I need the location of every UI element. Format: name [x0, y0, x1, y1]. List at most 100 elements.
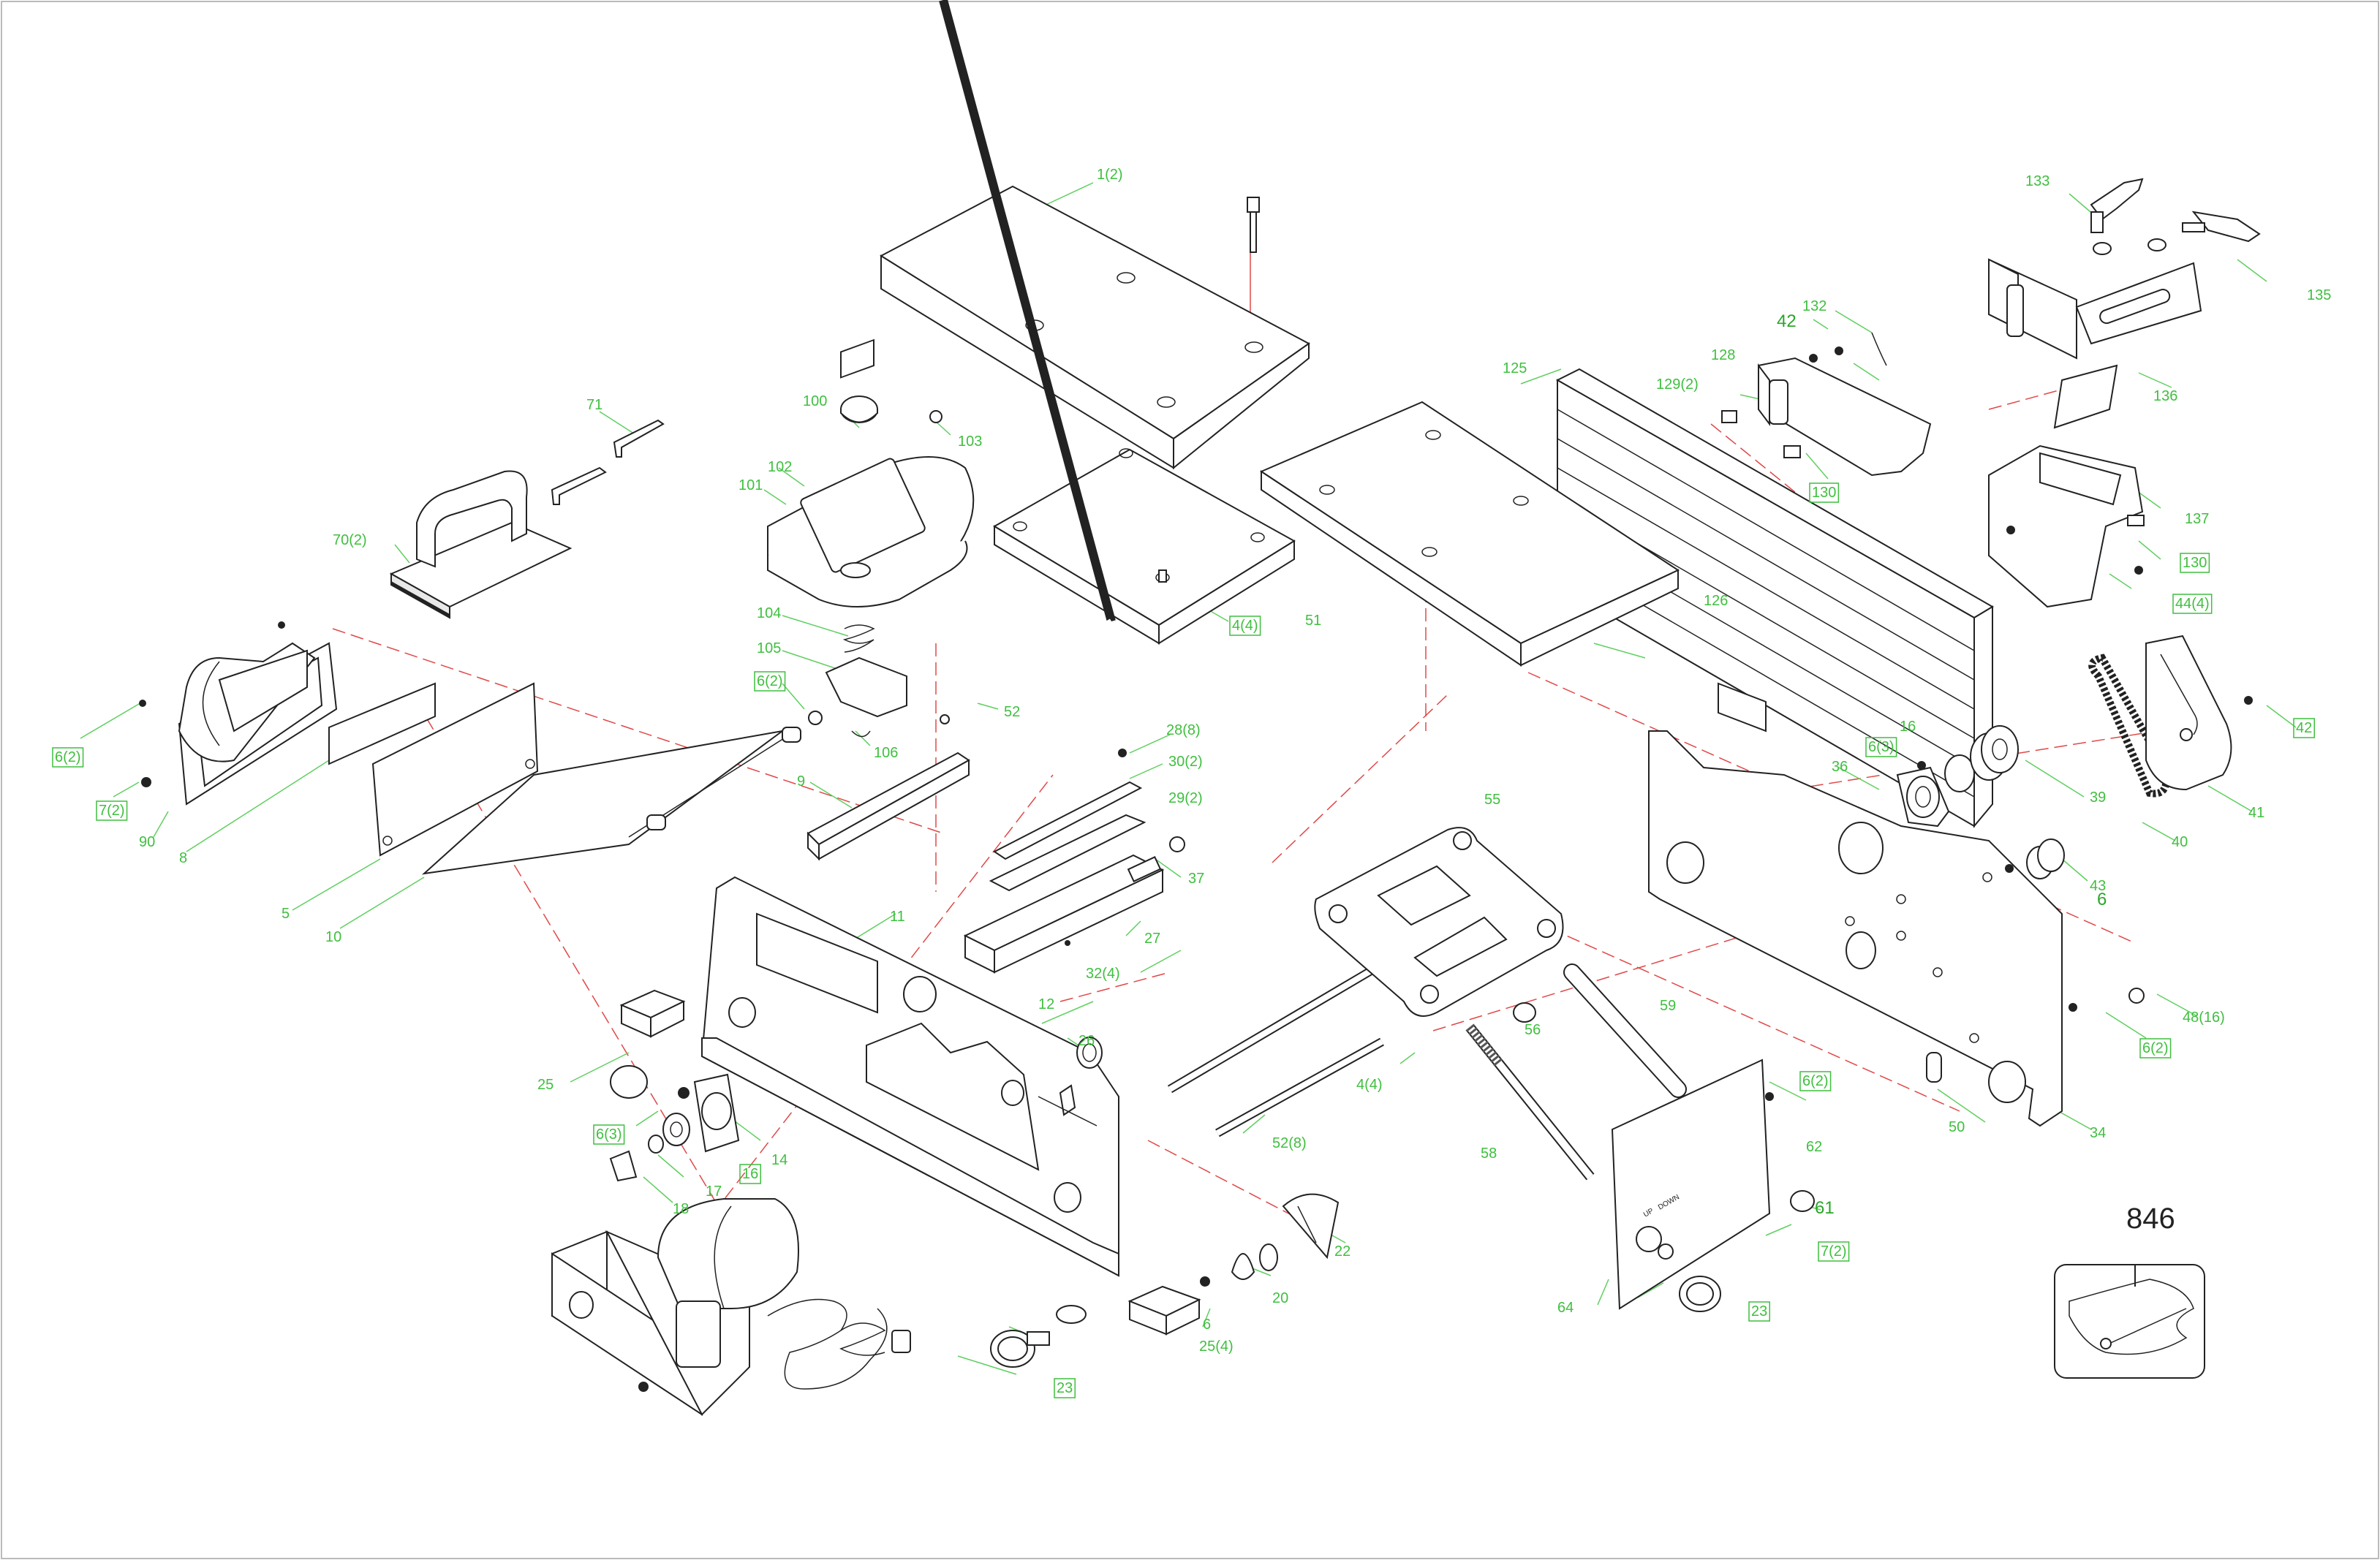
callout-label: 52(8) [1272, 1135, 1307, 1151]
part-11-12-frame [700, 876, 1119, 1277]
callout-label: 71 [586, 397, 602, 413]
callout-label-box [593, 1124, 625, 1145]
callout-label: 135 [2307, 287, 2331, 303]
callout-label: 25 [537, 1077, 554, 1093]
callout-label: 39 [2090, 790, 2106, 806]
callout-label-box [754, 671, 786, 692]
part-29-gib [989, 814, 1146, 892]
callout-label: 23 [1751, 1303, 1767, 1319]
part-71-hex-keys [551, 419, 665, 505]
callout-label: 6 [1203, 1317, 1211, 1333]
part-41-belt-guard [2145, 635, 2253, 791]
part-9-bar [806, 751, 970, 861]
callout-label: 130 [1812, 485, 1836, 501]
callout-label: 28(8) [1166, 722, 1201, 738]
callout-label: 90 [139, 834, 155, 850]
callout-label: 6(2) [2142, 1040, 2169, 1056]
part-52-8-shafts [1167, 964, 1384, 1137]
callout-label: 4(4) [1356, 1077, 1383, 1093]
callout-label: 126 [1704, 593, 1728, 609]
callout-label: 27 [1144, 931, 1160, 947]
callout-label: 129(2) [1656, 376, 1699, 393]
callout-label: 101 [738, 477, 763, 493]
part-846-kit [2054, 1264, 2205, 1379]
part-36-bearing-housing [1896, 761, 1950, 828]
callout-label: 136 [2153, 388, 2177, 404]
callout-label: 42 [1777, 311, 1797, 331]
callout-label-box [52, 747, 84, 768]
callout-label: 32(4) [1086, 966, 1120, 982]
callout-label: 102 [768, 459, 792, 475]
part-25-block [619, 989, 686, 1038]
callout-label: 125 [1503, 360, 1527, 376]
callout-label-box [1818, 1241, 1850, 1262]
callout-label-box [1054, 1378, 1076, 1398]
callout-label-box [1809, 482, 1840, 503]
part-62-panel: UP DOWN [1611, 1059, 1815, 1312]
part-48-screw [2069, 988, 2145, 1012]
callout-label: 6(3) [1868, 739, 1894, 755]
callout-label: 12 [1038, 996, 1054, 1012]
callout-label: 9 [797, 773, 805, 790]
callout-label: 55 [1484, 792, 1500, 808]
callout-label: 11 [890, 909, 905, 925]
callout-label: 137 [2185, 511, 2209, 527]
part-100-105-top-cap [767, 338, 975, 738]
callout-label: 22 [1334, 1243, 1350, 1260]
part-5-cover [371, 682, 539, 857]
callout-label: 34 [2090, 1125, 2106, 1141]
part-50-frame [1648, 730, 2063, 1127]
part-90-dust-chute [139, 621, 338, 806]
callout-label-box [1229, 616, 1261, 636]
part-1-table [879, 185, 1310, 470]
part-55-linkage [1314, 827, 1564, 1017]
callout-label: 70(2) [333, 532, 367, 548]
callout-label: 48(16) [2183, 1010, 2225, 1026]
callout-label: 7(2) [1821, 1243, 1847, 1260]
part-128-clamp [1721, 332, 1932, 477]
part-137-base [1988, 444, 2145, 608]
callout-label: 61 [1815, 1198, 1835, 1218]
callout-labels: 1(2)1001031021017170(2)6(2)7(2)908510104… [52, 167, 2331, 1398]
part-56-nut [1513, 1002, 1536, 1023]
part-27-block [963, 836, 1185, 974]
callout-label: 6 [2097, 890, 2107, 909]
part-10-chute-extension [421, 727, 801, 875]
callout-label: 40 [2172, 834, 2188, 850]
callout-label: 20 [1272, 1290, 1288, 1306]
callout-label: 37 [1188, 871, 1204, 887]
callout-label: 16 [1900, 719, 1916, 735]
callout-label: 59 [1660, 998, 1676, 1014]
part-70-handle [389, 470, 573, 619]
kit-number: 846 [2126, 1203, 2175, 1235]
callout-label: 6(2) [1802, 1073, 1829, 1089]
callout-label-box [1799, 1071, 1832, 1091]
callout-label: 14 [771, 1152, 787, 1168]
callout-label: 52 [1004, 704, 1020, 720]
callout-label: 43 [2090, 878, 2106, 894]
callout-label: 50 [1949, 1119, 1965, 1135]
callout-label: 8 [179, 850, 187, 866]
part-39-pulley [1944, 725, 2019, 792]
part-58-leadscrew [1465, 1023, 1595, 1181]
callout-label: 106 [874, 745, 898, 761]
part-14-flange [609, 1073, 740, 1182]
callout-label: 105 [757, 640, 781, 656]
callout-label: 100 [803, 393, 827, 409]
callout-label: 23 [1057, 1380, 1073, 1396]
callout-label: 10 [325, 929, 341, 945]
callout-label-box [739, 1164, 761, 1184]
fence-label-plate [1718, 682, 1767, 732]
callout-label: 6(2) [55, 749, 81, 765]
part-52-shaft [939, 0, 1116, 724]
callout-label: 5 [282, 906, 290, 922]
callout-label: 130 [2183, 555, 2207, 571]
callout-label: 62 [1806, 1139, 1822, 1155]
callout-label: 41 [2248, 805, 2264, 821]
callout-label: 6(2) [757, 673, 783, 689]
callout-label-box [2139, 1038, 2172, 1059]
callout-label: 29(2) [1168, 790, 1203, 806]
callout-label-box [2172, 594, 2213, 614]
callout-label: 51 [1305, 613, 1321, 629]
